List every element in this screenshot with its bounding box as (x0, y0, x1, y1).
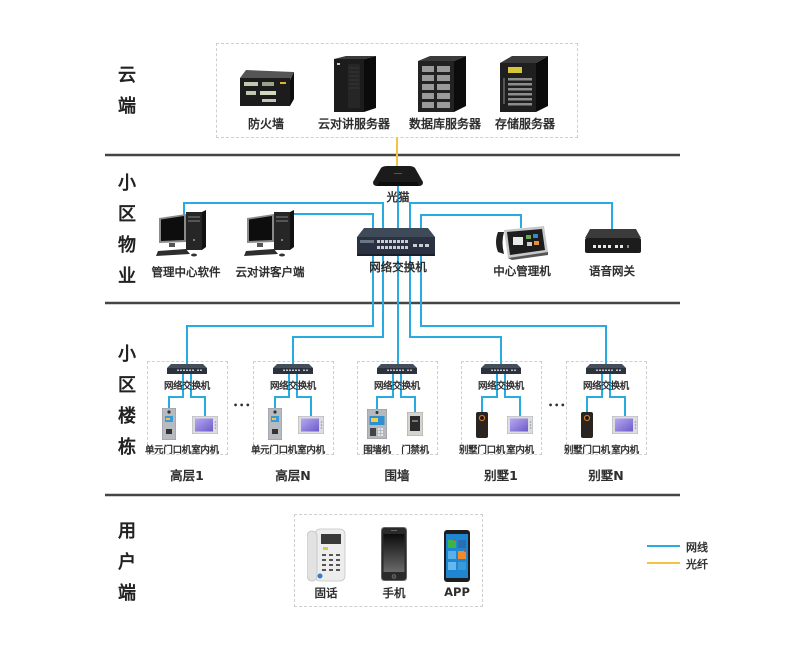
device-label: 门禁机 (401, 445, 429, 456)
section-label-cloud: 云端 (118, 65, 136, 117)
device-label: 室内机 (506, 445, 534, 456)
network-switch-icon (357, 228, 435, 256)
indoor-monitor-icon (298, 416, 324, 434)
access-control-icon (407, 412, 423, 436)
tower-server-icon (334, 56, 376, 112)
net-line-to-building-highrise-n (292, 252, 384, 366)
optical-modem-icon (373, 166, 423, 188)
network-switch-icon (586, 364, 626, 375)
more-buildings-ellipsis: ••• (233, 401, 252, 410)
network-switch-icon (377, 364, 417, 375)
device-label: 单元门口机 (250, 445, 297, 456)
voice-gateway-icon (585, 229, 641, 255)
voice-gateway-label: 语音网关 (589, 264, 635, 278)
net-branch-line (481, 373, 521, 417)
building-name: 围墙 (384, 468, 410, 483)
device-label: 单元门口机 (144, 445, 191, 456)
core-switch-label: 网络交换机 (369, 260, 427, 274)
database-server-label: 数据库服务器 (408, 117, 481, 131)
desktop-pc-icon (244, 210, 298, 258)
building-switch-label: 网络交换机 (269, 381, 316, 392)
building-switch-label: 网络交换机 (582, 381, 629, 392)
building-name: 别墅1 (484, 468, 518, 483)
app-phone-icon (444, 530, 470, 582)
firewall-icon (240, 70, 294, 106)
section-label-buildings: 小区楼栋 (118, 344, 136, 458)
network-switch-icon (481, 364, 521, 375)
net-branch-line (168, 373, 206, 417)
intercom-client-label: 云对讲客户端 (235, 265, 305, 279)
rack-server-icon (418, 56, 466, 112)
indoor-monitor-icon (192, 416, 218, 434)
network-switch-icon (167, 364, 207, 375)
section-label-property: 小区物业 (118, 173, 136, 287)
management-software-label: 管理中心软件 (151, 265, 221, 279)
net-line-to-building-highrise-1 (186, 252, 374, 366)
building-switch-label: 网络交换机 (163, 381, 210, 392)
management-terminal-icon (494, 222, 550, 260)
user-end-group-box (294, 514, 483, 607)
building-switch-label: 网络交换机 (373, 381, 420, 392)
network-switch-icon (273, 364, 313, 375)
app-label: APP (444, 585, 470, 599)
indoor-monitor-icon (612, 416, 638, 434)
optical-modem-label: 光猫 (386, 190, 410, 204)
device-label: 别墅门口机 (458, 445, 505, 456)
net-line-switch-to-management-terminal (420, 214, 522, 232)
cloud-intercom-server-label: 云对讲服务器 (317, 117, 390, 131)
villa-door-station-icon (581, 412, 593, 438)
net-line-switch-to-voice-gateway (409, 202, 613, 232)
unit-door-station-icon (268, 408, 282, 440)
management-terminal-label: 中心管理机 (493, 264, 551, 278)
section-label-user-end: 用户端 (118, 521, 136, 604)
net-line-switch-to-management-pc (183, 202, 384, 232)
storage-server-label: 存储服务器 (494, 117, 555, 131)
wall-station-icon (367, 409, 387, 439)
desktop-pc-icon (156, 210, 210, 258)
net-branch-line (586, 373, 626, 417)
net-branch-line (376, 373, 416, 413)
cloud-group-box (216, 43, 578, 138)
legend-network-cable-label: 网线 (686, 541, 708, 554)
firewall-label: 防火墙 (247, 117, 284, 131)
device-label: 围墙机 (363, 445, 391, 456)
device-label: 室内机 (191, 445, 219, 456)
legend-optical-fiber-label: 光纤 (686, 558, 708, 571)
device-label: 室内机 (297, 445, 325, 456)
storage-server-icon (500, 56, 548, 112)
villa-door-station-icon (476, 412, 488, 438)
building-name: 高层1 (170, 468, 204, 483)
net-line-to-building-villa-1 (409, 252, 502, 366)
device-label: 别墅门口机 (563, 445, 610, 456)
more-buildings-ellipsis: ••• (548, 401, 567, 410)
building-switch-label: 网络交换机 (477, 381, 524, 392)
mobile-phone-icon (381, 527, 407, 581)
unit-door-station-icon (162, 408, 176, 440)
landline-phone-icon (307, 527, 347, 583)
indoor-monitor-icon (507, 416, 533, 434)
net-line-to-building-villa-n (420, 252, 607, 366)
building-name: 别墅N (588, 468, 624, 483)
net-branch-line (274, 373, 312, 417)
landline-label: 固话 (314, 586, 338, 600)
mobile-label: 手机 (382, 586, 406, 600)
device-label: 室内机 (611, 445, 639, 456)
building-name: 高层N (275, 468, 311, 483)
